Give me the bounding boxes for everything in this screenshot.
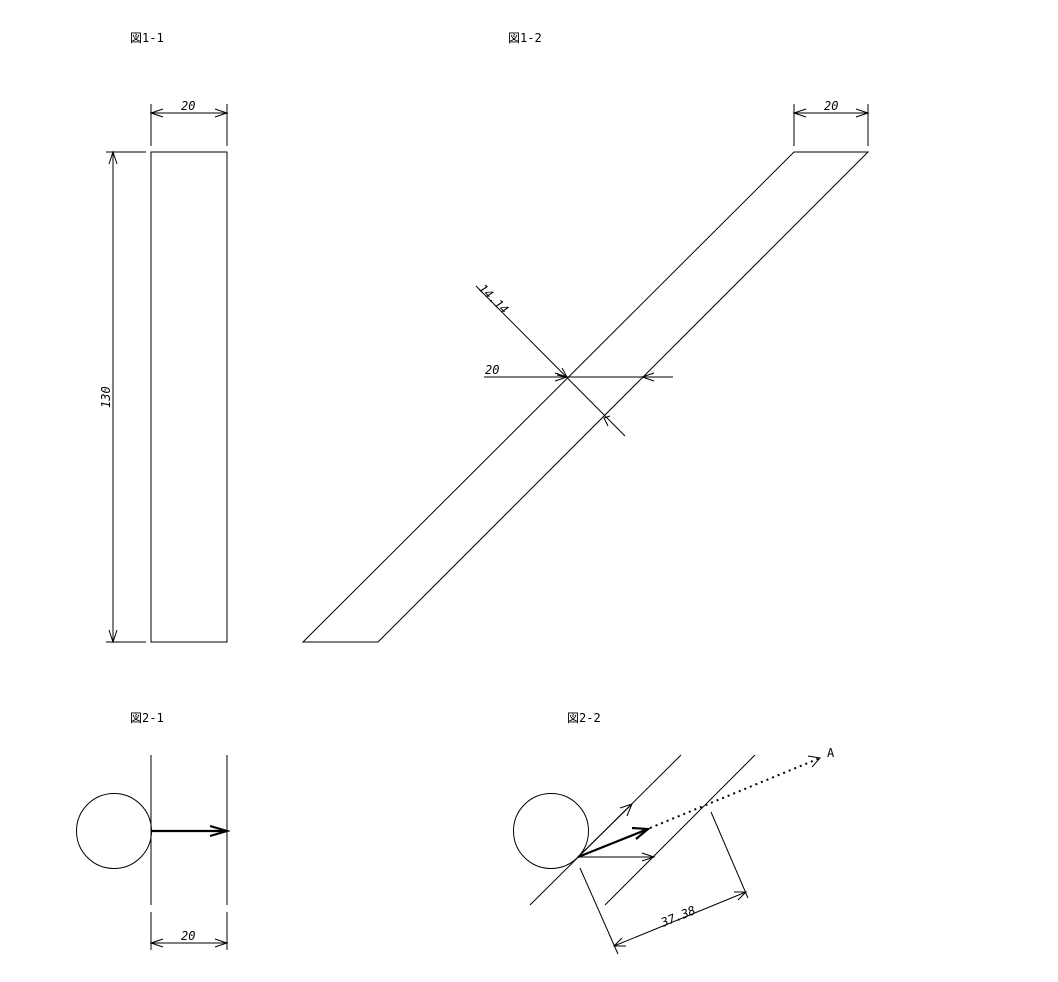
horizontal-width-dimension-label: 20: [485, 363, 499, 377]
figure-1-1: 図1-1 20 130: [99, 31, 229, 644]
dotted-extension-arrow: A: [649, 746, 835, 829]
height-dimension-label: 130: [99, 386, 113, 408]
bottom-width-dimension-label: 20: [181, 929, 195, 943]
figure-2-1-caption: 図2-1: [130, 711, 164, 725]
horizontal-component-arrow: [578, 852, 656, 862]
figure-1-1-caption: 図1-1: [130, 31, 164, 45]
distance-dimension: 37.38: [579, 811, 749, 955]
circle: [76, 793, 152, 869]
diagonal-component-arrow: [577, 803, 633, 858]
perpendicular-width-dimension: 14.14: [475, 281, 626, 437]
figure-2-2: 図2-2 A: [513, 711, 835, 955]
top-width-dimension-label: 20: [824, 99, 838, 113]
figure-2-2-caption: 図2-2: [567, 711, 601, 725]
horizontal-arrow: [151, 824, 231, 838]
height-dimension: 130: [99, 150, 146, 644]
inclined-bar-parallelogram: [301, 151, 870, 643]
point-a-label: A: [827, 746, 835, 760]
circle: [513, 793, 589, 869]
top-width-dimension: 20: [792, 99, 870, 146]
figure-2-1: 図2-1 20: [76, 711, 231, 950]
figure-1-2: 図1-2 20 14.14 20: [301, 31, 870, 643]
perpendicular-width-dimension-label: 14.14: [476, 281, 511, 316]
figure-1-2-caption: 図1-2: [508, 31, 542, 45]
horizontal-width-dimension: 20: [484, 363, 673, 382]
width-dimension: 20: [149, 99, 229, 146]
diagonal-line-right: [604, 754, 756, 906]
resultant-arrow: [577, 826, 651, 859]
distance-dimension-label: 37.38: [658, 903, 698, 930]
width-dimension-label: 20: [181, 99, 195, 113]
bottom-width-dimension: 20: [149, 912, 229, 950]
vertical-bar-rectangle: [150, 151, 228, 643]
